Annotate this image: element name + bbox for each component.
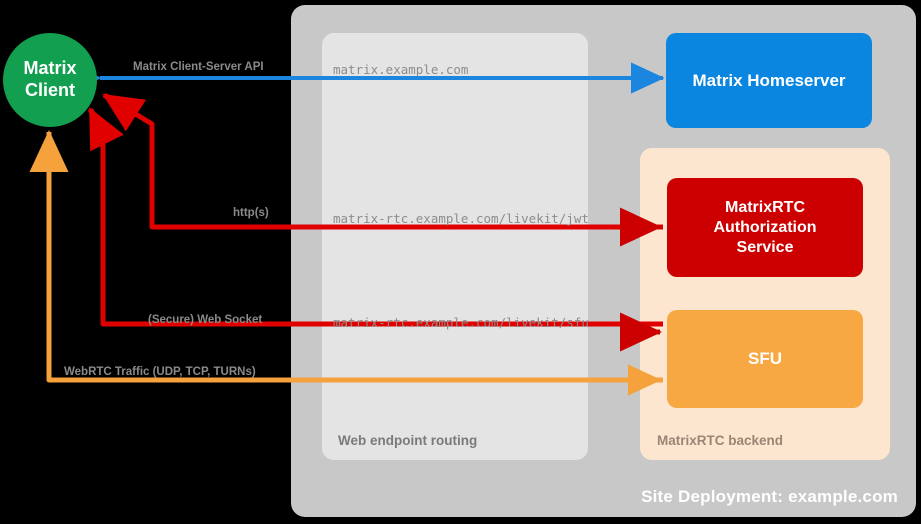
matrix-homeserver-label: Matrix Homeserver [692,70,846,90]
container-web-endpoint-routing: Web endpoint routing [322,33,588,460]
node-matrix-client[interactable]: Matrix Client [3,33,97,127]
auth-service-label-line3: Service [736,238,794,256]
matrix-client-label-line2: Client [24,80,75,100]
edge-label-matrix-client-server-api: Matrix Client-Server API [133,61,264,73]
endpoint-url-matrix: matrix.example.com [333,62,469,77]
auth-service-label-line2: Authorization [713,218,817,236]
node-matrix-homeserver[interactable]: Matrix Homeserver [666,33,872,128]
edge-label-https: http(s) [233,207,269,219]
node-matrixrtc-authorization-service[interactable]: MatrixRTC Authorization Service [667,178,863,277]
edge-https-arrow-to-client [102,92,147,132]
site-deployment-label: Site Deployment: example.com [641,487,898,506]
edge-label-secure-web-socket: (Secure) Web Socket [148,314,263,326]
matrix-client-label-line1: Matrix [23,58,77,79]
edge-label-webrtc-traffic: WebRTC Traffic (UDP, TCP, TURNs) [64,366,256,378]
edge-webrtc-traffic [29,130,663,383]
endpoint-url-livekit-jwt: matrix-rtc.example.com/livekit/jwt [333,211,589,226]
matrixrtc-backend-label: MatrixRTC backend [657,433,784,448]
endpoint-url-livekit-sfu: matrix-rtc.example.com/livekit/sfu [333,315,589,330]
auth-service-label-line1: MatrixRTC [724,198,805,216]
web-endpoint-routing-label: Web endpoint routing [338,433,478,448]
sfu-label: SFU [748,349,782,368]
node-sfu[interactable]: SFU [667,310,863,408]
edge-websocket-arrow-to-client [87,107,124,152]
edge-https-to-auth-service [104,93,663,230]
